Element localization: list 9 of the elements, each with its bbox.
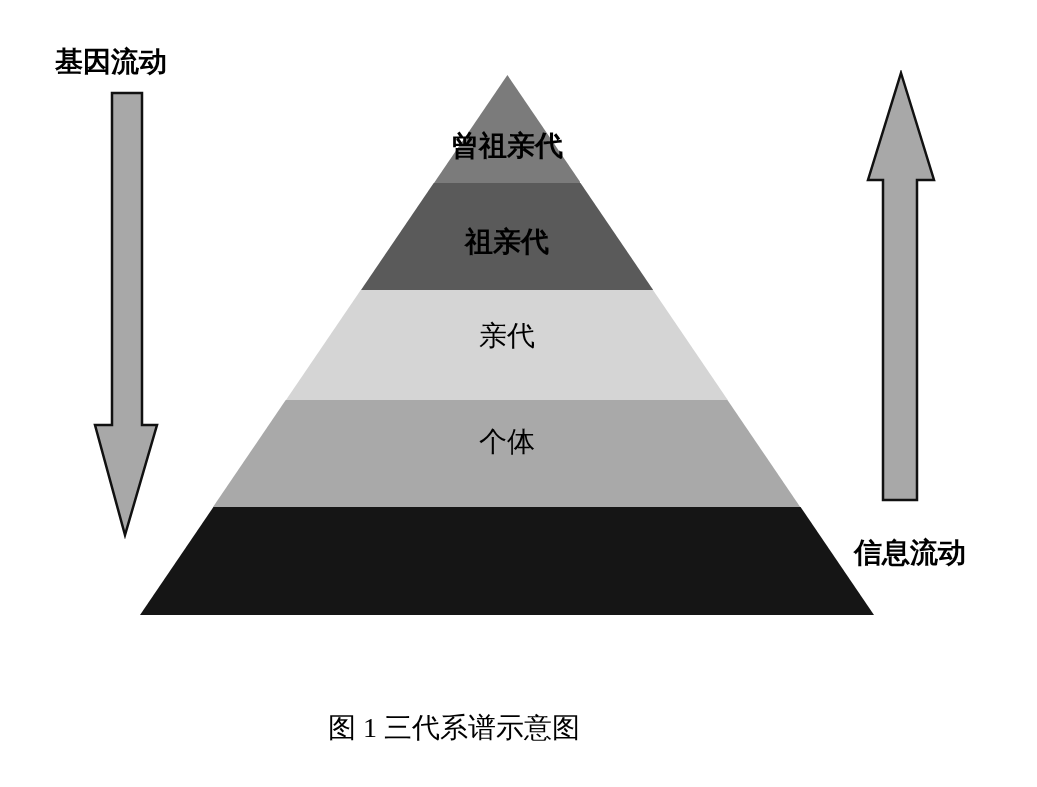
figure-caption: 图 1 三代系谱示意图 (328, 712, 580, 744)
pyramid-tier (360, 183, 654, 290)
pyramid-tier (286, 290, 728, 400)
pyramid-tier (213, 400, 801, 507)
arrow-label: 基因流动 (55, 47, 167, 77)
tier-label: 祖亲代 (465, 227, 549, 257)
arrow-label: 信息流动 (854, 538, 966, 568)
tier-label: 个体 (479, 427, 535, 457)
tier-label: 亲代 (479, 321, 535, 351)
